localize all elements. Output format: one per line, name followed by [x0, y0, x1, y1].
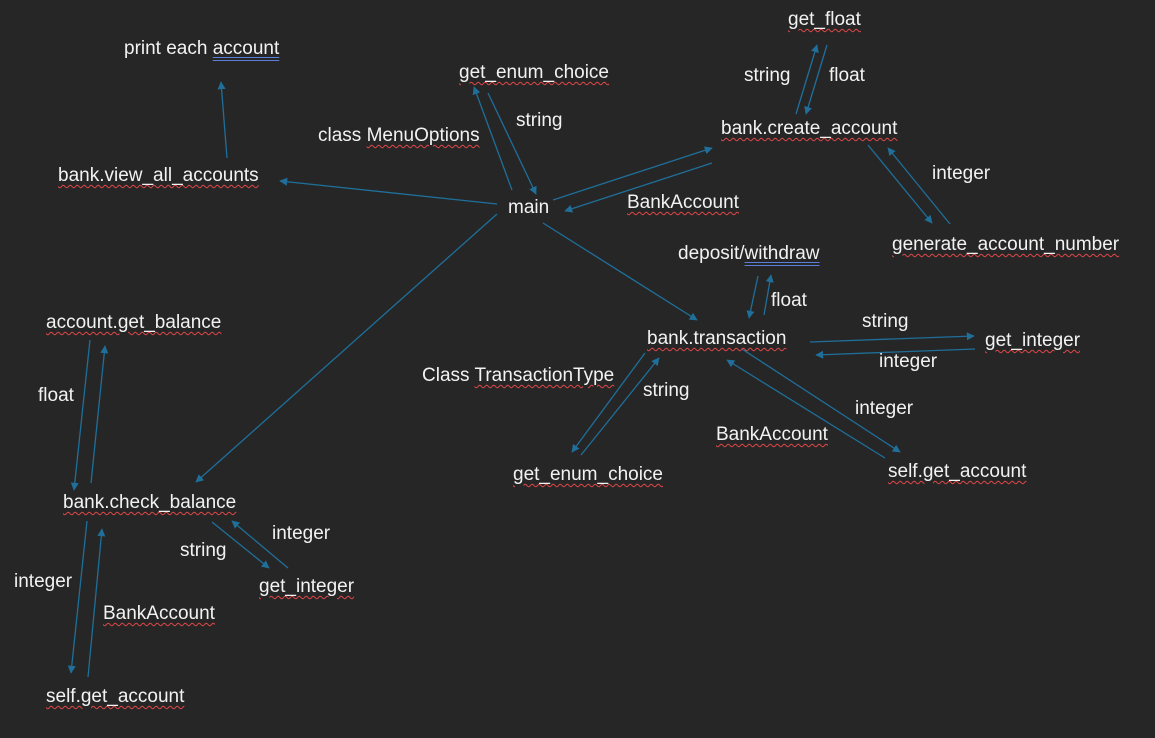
node-get-enum-choice-bottom: get_enum_choice — [513, 464, 663, 485]
arrow-get-enum-choice-top-to-main — [487, 92, 537, 195]
arrow-create-account-to-get-float — [795, 44, 819, 115]
node-bank-view-all-accounts: bank.view_all_accounts — [58, 165, 259, 186]
node-get-integer-right: get_integer — [985, 330, 1081, 351]
edge-label-string: string — [744, 65, 791, 86]
arrow-self-get-account-to-transaction — [726, 359, 886, 459]
node-main: main — [508, 197, 550, 218]
arrow-get-float-to-create-account — [804, 44, 828, 115]
arrow-transaction-to-self-get-account — [741, 348, 901, 453]
node-bank-transaction: bank.transaction — [647, 328, 787, 349]
arrow-check-balance-to-get-integer — [211, 521, 270, 569]
edge-label-string: string — [516, 110, 563, 131]
arrow-main-to-create-account — [552, 146, 713, 201]
edge-label-string: string — [862, 311, 909, 332]
node-self-get-account-left: self.get_account — [46, 686, 185, 707]
edge-label-float: float — [38, 385, 74, 406]
node-deposit-withdraw: deposit/withdraw — [678, 243, 820, 264]
arrow-check-balance-to-self-get-account — [67, 520, 88, 674]
edge-label-integer: integer — [879, 351, 938, 372]
arrow-generate-account-number-to-create-account — [887, 147, 951, 225]
arrow-main-to-transaction — [542, 222, 698, 321]
arrow-view-all-accounts-to-print-each-account — [217, 81, 228, 159]
arrow-main-to-get-enum-choice-top — [472, 86, 513, 191]
node-generate-account-number: generate_account_number — [892, 234, 1120, 255]
node-account-get-balance: account.get_balance — [46, 312, 222, 333]
arrow-deposit-withdraw-to-transaction — [746, 275, 759, 319]
node-self-get-account-right: self.get_account — [888, 461, 1027, 482]
arrow-create-account-to-generate-account-number — [867, 144, 933, 224]
node-class-menu-options: class MenuOptions — [318, 125, 480, 146]
edge-label-integer: integer — [932, 163, 991, 184]
edge-label-integer: integer — [855, 398, 914, 419]
node-print-each-account: print each account — [124, 38, 280, 59]
edge-label-integer: integer — [272, 523, 331, 544]
arrow-transaction-to-get-enum-choice — [571, 352, 646, 453]
arrow-get-enum-choice-to-transaction — [580, 357, 660, 456]
node-get-integer-left: get_integer — [259, 576, 355, 597]
edge-label-float: float — [771, 290, 807, 311]
edge-label-float: float — [829, 65, 865, 86]
arrow-transaction-to-get-integer — [809, 332, 975, 343]
node-class-transaction-type: Class TransactionType — [422, 365, 615, 386]
node-bank-check-balance: bank.check_balance — [63, 492, 237, 513]
edge-label-bankaccount: BankAccount — [716, 424, 828, 445]
arrow-main-to-view-all-accounts — [279, 177, 498, 205]
edge-label-string: string — [180, 540, 227, 561]
arrow-self-get-account-to-check-balance — [87, 528, 106, 678]
arrow-check-balance-to-get-balance — [90, 345, 109, 484]
edge-label-bankaccount: BankAccount — [627, 192, 739, 213]
node-bank-create-account: bank.create_account — [721, 118, 898, 139]
node-get-float: get_float — [788, 9, 861, 30]
arrow-get-balance-to-check-balance — [70, 339, 91, 491]
edge-label-string: string — [643, 380, 690, 401]
node-get-enum-choice-top: get_enum_choice — [459, 62, 609, 83]
edge-label-bankaccount: BankAccount — [103, 603, 215, 624]
arrow-create-account-to-main — [564, 162, 713, 213]
edge-label-integer: integer — [14, 571, 73, 592]
arrow-transaction-to-deposit-withdraw — [763, 274, 774, 316]
arrow-main-to-check-balance — [195, 213, 498, 483]
arrow-get-integer-to-check-balance — [231, 520, 289, 569]
arrow-get-integer-to-transaction — [815, 348, 976, 359]
